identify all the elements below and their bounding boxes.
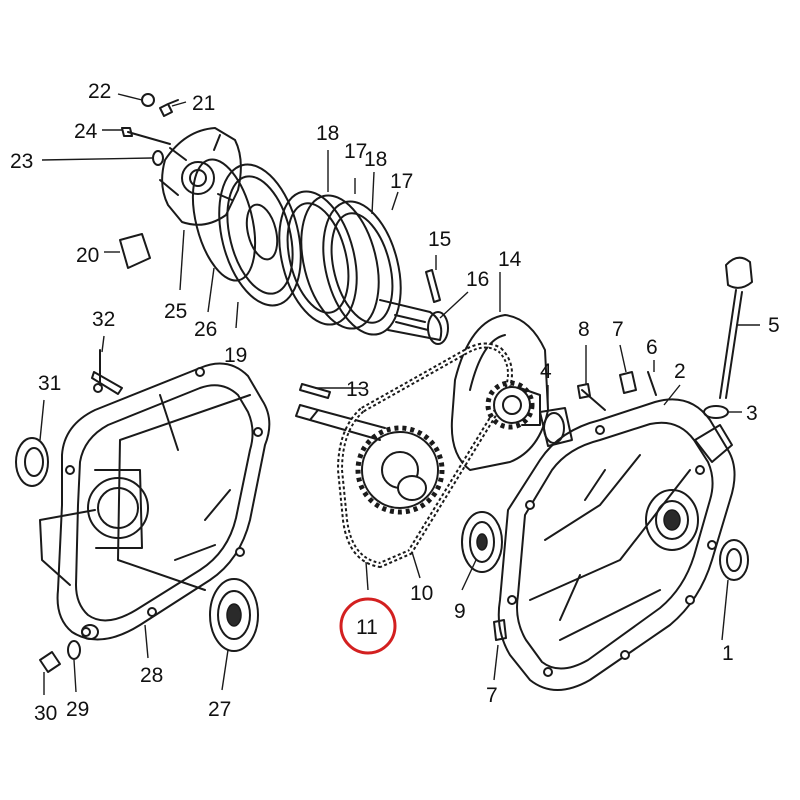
spring-small bbox=[159, 99, 179, 117]
callout-3: 3 bbox=[746, 402, 758, 425]
leader-lines bbox=[39, 93, 760, 695]
bolt-24 bbox=[121, 127, 171, 145]
nut-22 bbox=[141, 93, 155, 107]
bolt-32 bbox=[91, 349, 123, 395]
callout-labels: 1 2 3 4 5 6 7 7 8 9 10 11 13 14 15 16 17… bbox=[10, 80, 780, 725]
callout-19: 19 bbox=[224, 344, 247, 367]
callout-20: 20 bbox=[76, 244, 99, 267]
callout-5: 5 bbox=[768, 314, 780, 337]
gasket-pin bbox=[647, 371, 657, 396]
callout-4: 4 bbox=[540, 360, 552, 383]
drive-chain bbox=[337, 342, 513, 568]
bearing-left bbox=[209, 578, 259, 652]
callout-27: 27 bbox=[208, 698, 231, 721]
callout-8: 8 bbox=[578, 318, 590, 341]
callout-25: 25 bbox=[164, 300, 187, 323]
callout-24: 24 bbox=[74, 120, 98, 143]
callout-9: 9 bbox=[454, 600, 466, 623]
callout-32: 32 bbox=[92, 308, 115, 331]
bolt-8 bbox=[577, 383, 606, 411]
dowel-pin-lower bbox=[493, 619, 507, 641]
callout-29: 29 bbox=[66, 698, 89, 721]
small-sprocket-drum bbox=[485, 380, 541, 430]
callout-13: 13 bbox=[346, 378, 369, 401]
left-case-half bbox=[39, 362, 271, 641]
callout-11: 11 bbox=[356, 616, 378, 639]
callout-14: 14 bbox=[498, 248, 522, 271]
callout-2: 2 bbox=[674, 360, 686, 383]
callout-18-left: 18 bbox=[316, 122, 339, 145]
rubber-block bbox=[119, 233, 151, 269]
callout-7-lower: 7 bbox=[486, 684, 498, 707]
large-sprocket bbox=[295, 404, 445, 515]
collar bbox=[539, 407, 573, 447]
callout-23: 23 bbox=[10, 150, 33, 173]
bearing-right bbox=[461, 511, 503, 573]
callout-26: 26 bbox=[194, 318, 217, 341]
callout-1: 1 bbox=[722, 642, 734, 665]
callout-31: 31 bbox=[38, 372, 61, 395]
oil-seal-right bbox=[719, 539, 749, 581]
right-cover bbox=[497, 398, 736, 691]
oil-seal-left bbox=[15, 437, 49, 487]
clutch-assembly bbox=[159, 127, 449, 345]
callout-17-right: 17 bbox=[390, 170, 413, 193]
callout-11-highlight-ring bbox=[339, 597, 397, 655]
callout-15: 15 bbox=[428, 228, 451, 251]
callout-17-left: 17 bbox=[344, 140, 367, 163]
callout-18-right: 18 bbox=[364, 148, 387, 171]
callout-16: 16 bbox=[466, 268, 489, 291]
callout-30: 30 bbox=[34, 702, 57, 725]
washer-29 bbox=[67, 640, 81, 660]
key-pin bbox=[299, 383, 331, 399]
dowel-pin-upper bbox=[619, 371, 637, 394]
callout-10: 10 bbox=[410, 582, 433, 605]
o-ring bbox=[703, 405, 729, 419]
callout-7-upper: 7 bbox=[612, 318, 624, 341]
callout-21: 21 bbox=[192, 92, 215, 115]
dipstick bbox=[719, 256, 753, 399]
drain-plug bbox=[39, 651, 61, 673]
callout-6: 6 bbox=[646, 336, 658, 359]
callout-28: 28 bbox=[140, 664, 163, 687]
callout-22: 22 bbox=[88, 80, 111, 103]
washer-23 bbox=[152, 150, 164, 166]
